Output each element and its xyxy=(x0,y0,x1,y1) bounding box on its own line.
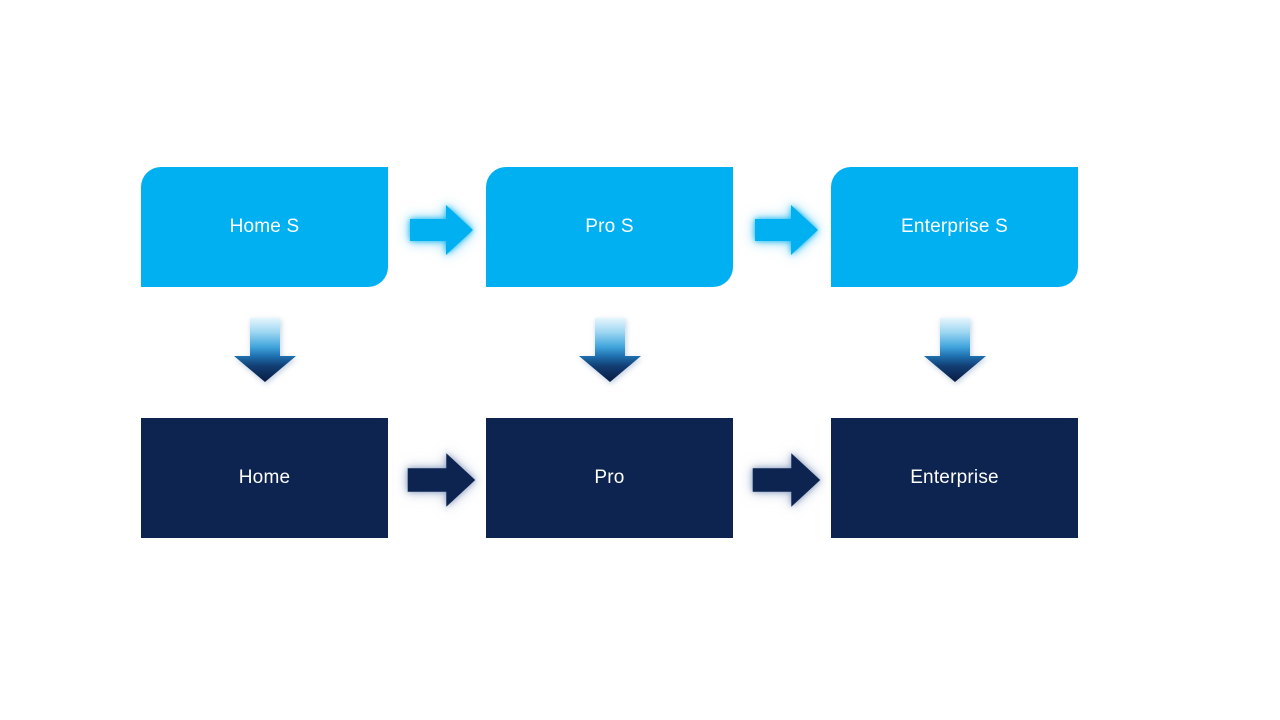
box-pro: Pro xyxy=(486,418,733,538)
box-home-s: Home S xyxy=(141,167,388,287)
down-arrow-icon-enterprise-s-to-enterprise xyxy=(924,318,986,382)
box-pro-s-label: Pro S xyxy=(585,216,634,237)
right-arrow-icon-home-s-to-pro-s xyxy=(410,205,473,255)
box-home: Home xyxy=(141,418,388,538)
box-enterprise-label: Enterprise xyxy=(910,467,999,488)
down-arrow-icon-pro-s-to-pro xyxy=(579,318,641,382)
box-pro-s: Pro S xyxy=(486,167,733,287)
down-arrow-icon-home-s-to-home xyxy=(234,318,296,382)
box-enterprise-s: Enterprise S xyxy=(831,167,1078,287)
right-arrow-icon-home-to-pro xyxy=(407,453,476,507)
right-arrow-icon-pro-s-to-enterprise-s xyxy=(755,205,818,255)
box-home-s-label: Home S xyxy=(229,216,300,237)
box-enterprise-s-label: Enterprise S xyxy=(901,216,1008,237)
box-enterprise: Enterprise xyxy=(831,418,1078,538)
right-arrow-icon-pro-to-enterprise xyxy=(752,453,821,507)
box-pro-label: Pro xyxy=(594,467,625,488)
box-home-label: Home xyxy=(238,467,291,488)
